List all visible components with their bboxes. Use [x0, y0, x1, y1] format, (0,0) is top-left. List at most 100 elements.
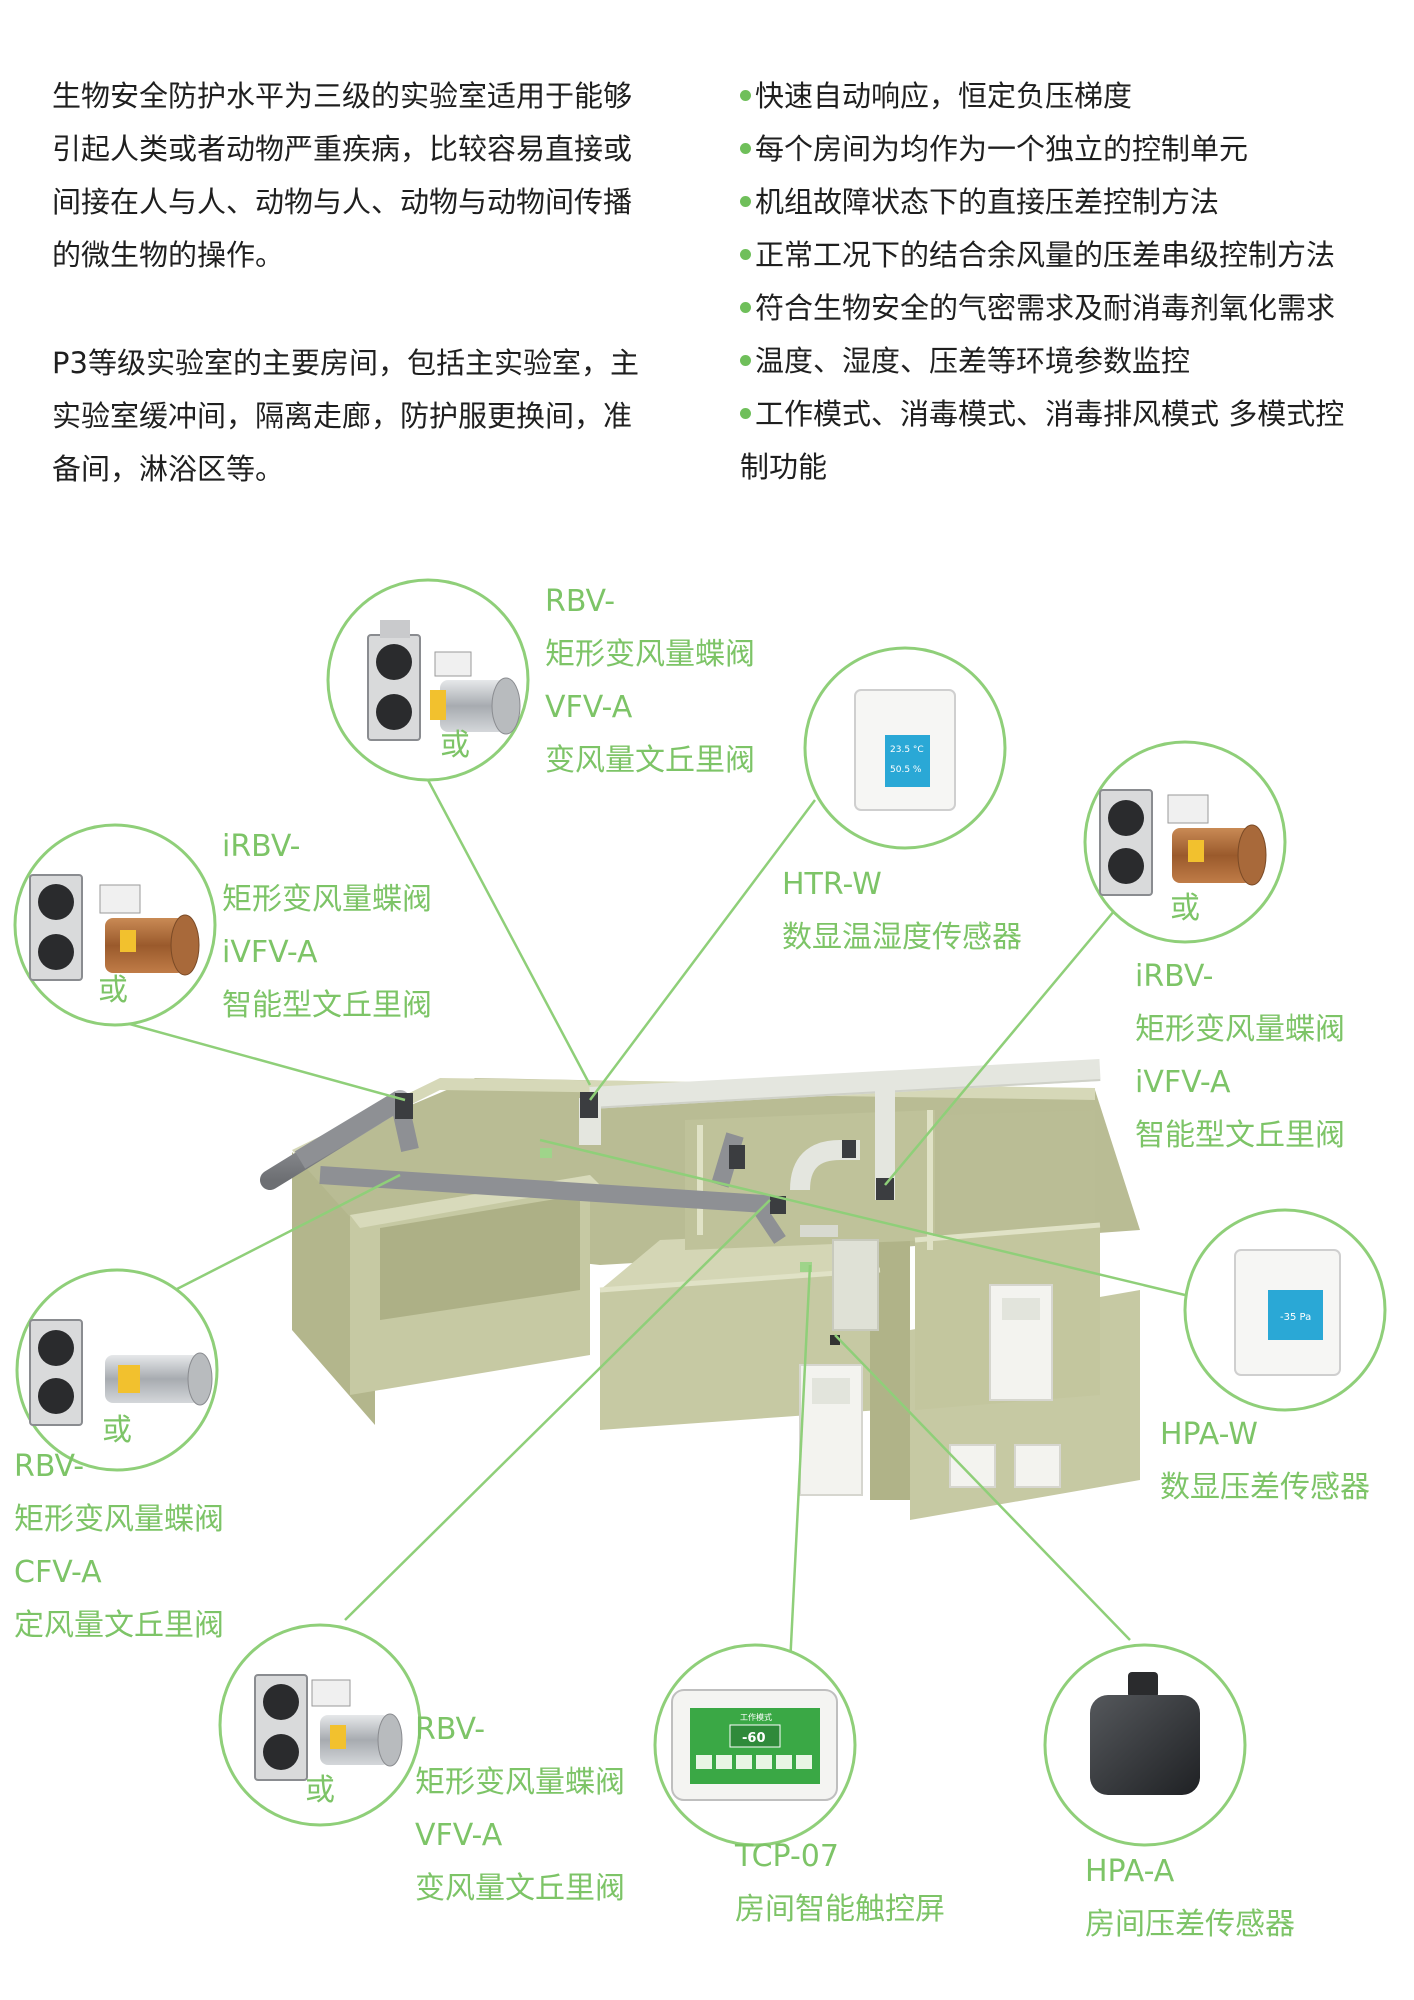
door-window [812, 1378, 850, 1404]
tcp-screen-title: 工作模式 [740, 1712, 772, 1722]
intro-paragraph-2: P3等级实验室的主要房间，包括主实验室，主 实验室缓冲间，隔离走廊，防护服更换间… [52, 337, 672, 496]
device-code: HTR-W [782, 867, 882, 902]
label-hpa-w: HPA-W 数显压差传感器 [1160, 1408, 1370, 1514]
bullet-dot-icon [740, 407, 751, 419]
intro-line: 生物安全防护水平为三级的实验室适用于能够 [52, 79, 633, 113]
wall-sensor [800, 1262, 812, 1272]
intro-line: P3等级实验室的主要房间，包括主实验室，主 [52, 346, 639, 380]
wall-sensor [540, 1148, 552, 1158]
damper [729, 1145, 745, 1169]
valve-end [170, 914, 200, 976]
damper [770, 1196, 786, 1214]
valve-label [1188, 840, 1204, 862]
bullet-dot-icon [740, 195, 751, 207]
duct-pipes [260, 1059, 1101, 1244]
label-htr-w: HTR-W 数显温湿度传感器 [782, 858, 1022, 964]
damper-port [1108, 800, 1144, 836]
intro-paragraph-1: 生物安全防护水平为三级的实验室适用于能够 引起人类或者动物严重疾病，比较容易直接… [52, 70, 672, 282]
irbv-ivfv-device-right [1099, 789, 1267, 896]
valve-end [1237, 824, 1267, 886]
device-code: iRBV- [1135, 959, 1214, 994]
tcp-value-box [729, 1724, 781, 1748]
window [1014, 1444, 1061, 1488]
tcp-button [696, 1755, 712, 1769]
device-code: CFV-A [14, 1555, 102, 1590]
device-name: 房间智能触控屏 [735, 1892, 945, 1927]
feature-item: 快速自动响应，恒定负压梯度 [740, 70, 1400, 123]
device-name: 智能型文丘里阀 [222, 988, 432, 1023]
feature-item: 符合生物安全的气密需求及耐消毒剂氧化需求 [740, 282, 1400, 335]
intro-line: 间接在人与人、动物与人、动物与动物间传播 [52, 185, 633, 219]
htr-hum-readout: 50.5 % [890, 765, 922, 775]
hpa-w-device: -35 Pa [1234, 1249, 1341, 1376]
feature-item: 温度、湿度、压差等环境参数监控 [740, 335, 1400, 388]
or-label: 或 [1170, 891, 1200, 926]
device-code: RBV- [415, 1712, 486, 1747]
label-right-upper: iRBV- 矩形变风量蝶阀 iVFV-A 智能型文丘里阀 [1135, 950, 1345, 1162]
device-code: TCP-07 [735, 1839, 839, 1874]
tcp-button [776, 1755, 792, 1769]
device-name: 矩形变风量蝶阀 [222, 882, 432, 917]
device-name: 定风量文丘里阀 [14, 1608, 224, 1643]
device-name: 矩形变风量蝶阀 [1135, 1012, 1345, 1047]
bullet-dot-icon [740, 89, 751, 101]
damper-port [38, 1378, 74, 1414]
device-name: 智能型文丘里阀 [1135, 1118, 1345, 1153]
valve-end [187, 1352, 213, 1406]
htr-temp-readout: 23.5 °C [890, 745, 924, 755]
tcp-button [796, 1755, 812, 1769]
or-label: 或 [440, 728, 470, 763]
damper-port [38, 1330, 74, 1366]
damper [876, 1178, 894, 1200]
intro-line: 的微生物的操作。 [52, 238, 285, 272]
device-name: 数显压差传感器 [1160, 1470, 1370, 1505]
damper-port [38, 934, 74, 970]
tcp-screen-value: -60 [742, 1731, 766, 1746]
wall-panel [830, 1335, 840, 1345]
valve-label [330, 1725, 346, 1749]
irbv-ivfv-device-left [29, 874, 200, 981]
rbv-cfv-device [29, 1319, 213, 1426]
tcp-button [736, 1755, 752, 1769]
damper-port [263, 1684, 299, 1720]
device-code: HPA-W [1160, 1417, 1258, 1452]
valve-label [120, 930, 136, 952]
label-hpa-a: HPA-A 房间压差传感器 [1085, 1845, 1295, 1951]
valve-controller [1167, 794, 1209, 824]
device-code: VFV-A [545, 690, 633, 725]
feature-item: 正常工况下的结合余风量的压差串级控制方法 [740, 229, 1400, 282]
valve-end [491, 677, 521, 735]
device-name: 变风量文丘里阀 [545, 743, 755, 778]
device-code: RBV- [14, 1449, 85, 1484]
vfv-valve-icon [440, 680, 506, 732]
damper-port [1108, 848, 1144, 884]
or-label: 或 [98, 973, 128, 1008]
device-name: 矩形变风量蝶阀 [545, 637, 755, 672]
device-code: HPA-A [1085, 1854, 1175, 1889]
intro-line: 实验室缓冲间，隔离走廊，防护服更换间，准 [52, 399, 633, 433]
damper-port [38, 884, 74, 920]
device-code: iVFV-A [222, 935, 318, 970]
hpa-w-screen [1268, 1290, 1323, 1340]
bullet-dot-icon [740, 142, 751, 154]
device-name: 矩形变风量蝶阀 [415, 1765, 625, 1800]
intro-line: 引起人类或者动物严重疾病，比较容易直接或 [52, 132, 633, 166]
bullet-dot-icon [740, 354, 751, 366]
cable-gland [1128, 1672, 1158, 1698]
damper-port [263, 1734, 299, 1770]
callout-lines [114, 779, 1186, 1666]
hpa-w-readout: -35 Pa [1280, 1312, 1311, 1323]
label-bottom-left: RBV- 矩形变风量蝶阀 VFV-A 变风量文丘里阀 [415, 1703, 625, 1915]
valve-label [118, 1365, 140, 1393]
feature-item-continued: 制功能 [740, 450, 828, 484]
intro-line: 备间，淋浴区等。 [52, 452, 285, 486]
device-name: 房间压差传感器 [1085, 1907, 1295, 1942]
device-code: VFV-A [415, 1818, 503, 1853]
damper [842, 1140, 856, 1158]
label-left-upper: iRBV- 矩形变风量蝶阀 iVFV-A 智能型文丘里阀 [222, 820, 432, 1032]
label-top-center: RBV- 矩形变风量蝶阀 VFV-A 变风量文丘里阀 [545, 575, 755, 787]
htr-w-screen [885, 735, 930, 787]
cabinet-top [800, 1225, 838, 1237]
feature-item: 每个房间为均作为一个独立的控制单元 [740, 123, 1400, 176]
window [949, 1444, 996, 1488]
